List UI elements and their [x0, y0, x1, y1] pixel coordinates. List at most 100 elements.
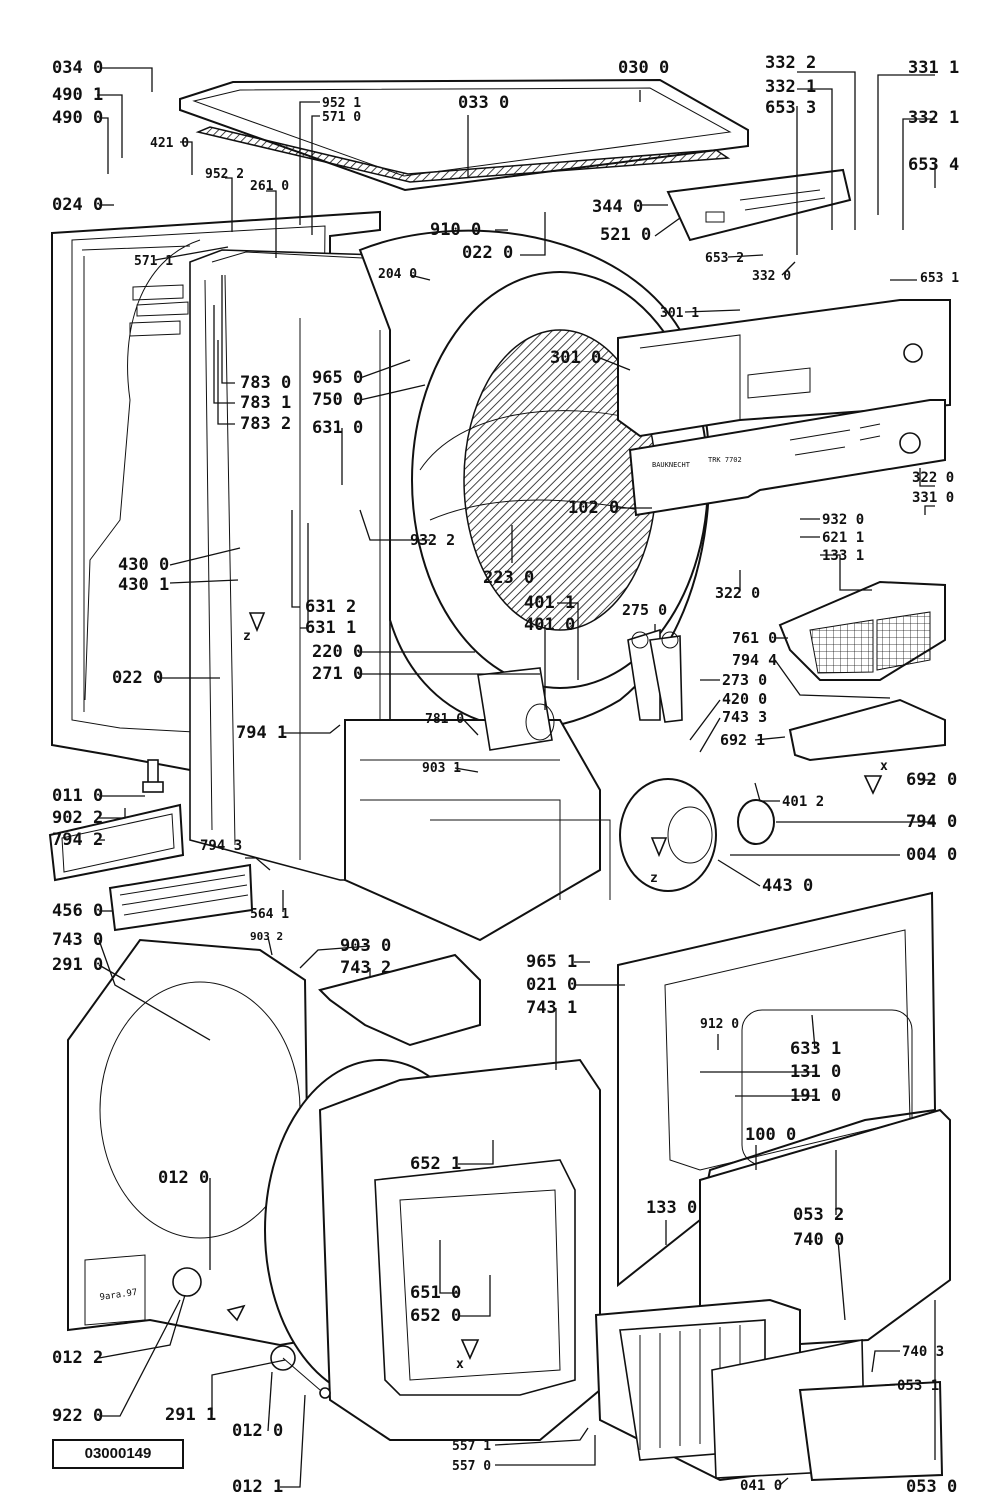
part-label: 053 0	[906, 1477, 957, 1497]
part-label: 022 0	[462, 243, 513, 263]
part-label: 301 1	[660, 306, 699, 321]
part-label: 653 4	[908, 155, 959, 175]
part-label: 651 0	[410, 1283, 461, 1303]
part-label: 420 0	[722, 690, 767, 708]
part-label: 750 0	[312, 390, 363, 410]
bolt-part	[142, 759, 164, 793]
part-label: 430 0	[118, 555, 169, 575]
part-label: 571 0	[322, 110, 361, 125]
part-label: 133 1	[822, 548, 864, 564]
part-label: 291 1	[165, 1405, 216, 1425]
part-label: 903 0	[340, 936, 391, 956]
ref-marker-label: x	[456, 1357, 464, 1372]
part-label: 053 1	[897, 1378, 939, 1394]
tension-arm-part	[627, 628, 683, 723]
part-label: 332 2	[765, 53, 816, 73]
part-label: 204 0	[378, 267, 417, 282]
part-label: 557 1	[452, 1439, 491, 1454]
part-label: 430 1	[118, 575, 169, 595]
part-label: 932 2	[410, 531, 455, 549]
part-label: 743 0	[52, 930, 103, 950]
part-label: 781 0	[425, 712, 464, 727]
heater-block-part	[108, 863, 254, 932]
leader-lines	[97, 67, 936, 1488]
part-label: 903 2	[250, 930, 283, 943]
part-label: 932 0	[822, 512, 864, 528]
part-label: 273 0	[722, 671, 767, 689]
part-label: 223 0	[483, 568, 534, 588]
part-label: 421 0	[150, 136, 189, 151]
brand-text: BAUKNECHT	[652, 461, 691, 469]
part-label: 322 0	[912, 470, 954, 486]
part-label: 653 3	[765, 98, 816, 118]
part-label: 012 0	[158, 1168, 209, 1188]
part-label: 902 2	[52, 808, 103, 828]
part-label: 401 2	[782, 794, 824, 810]
part-label: 794 2	[52, 830, 103, 850]
part-label: 030 0	[618, 58, 669, 78]
part-label: 322 0	[715, 584, 760, 602]
part-label: 743 2	[340, 958, 391, 978]
cover-part	[798, 1380, 944, 1482]
part-label: 743 1	[526, 998, 577, 1018]
part-label: 692 0	[906, 770, 957, 790]
part-label: 794 1	[236, 723, 287, 743]
part-label: 022 0	[112, 668, 163, 688]
duct-part	[318, 953, 481, 1047]
part-label: 024 0	[52, 195, 103, 215]
filter-housing-part	[778, 580, 946, 681]
ref-marker-label: z	[650, 871, 658, 886]
part-label: 332 1	[908, 108, 959, 128]
part-labels: 034 0 490 1 490 0 421 0 024 0 952 2 261 …	[52, 53, 959, 1497]
part-label: 331 1	[908, 58, 959, 78]
part-label: 922 0	[52, 1406, 103, 1426]
parts-drawing: BAUKNECHT TRK 7702 9ara.97	[48, 78, 951, 1482]
ref-arrow-z2	[650, 837, 668, 858]
part-label: 783 0	[240, 373, 291, 393]
part-label: 033 0	[458, 93, 509, 113]
seal-strip-part	[48, 803, 185, 882]
lid-mat-part	[195, 126, 731, 183]
part-label: 332 0	[752, 269, 791, 284]
part-label: 191 0	[790, 1086, 841, 1106]
part-label: 131 0	[790, 1062, 841, 1082]
part-label: 653 2	[705, 251, 744, 266]
part-label: 332 1	[765, 77, 816, 97]
part-label: 740 0	[793, 1230, 844, 1250]
filter-tray-part	[788, 698, 946, 762]
part-label: 004 0	[906, 845, 957, 865]
gasket-ring-part	[737, 799, 775, 845]
part-label: 401 1	[524, 593, 575, 613]
part-label: 401 0	[524, 615, 575, 635]
part-label: 653 1	[920, 271, 959, 286]
part-label: 261 0	[250, 179, 289, 194]
part-label: 301 0	[550, 348, 601, 368]
part-label: 012 1	[232, 1477, 283, 1497]
part-label: 631 1	[305, 618, 356, 638]
door-frame-part	[617, 891, 937, 1288]
ref-arrow-x1	[863, 775, 883, 795]
part-label: 275 0	[622, 601, 667, 619]
part-label: 621 1	[822, 530, 864, 546]
part-label: 783 2	[240, 414, 291, 434]
control-panel-part	[617, 299, 951, 517]
part-label: 344 0	[592, 197, 643, 217]
part-label: 740 3	[902, 1344, 944, 1360]
part-label: 456 0	[52, 901, 103, 921]
part-label: 743 3	[722, 708, 767, 726]
part-label: 011 0	[52, 786, 103, 806]
part-label: 794 4	[732, 651, 777, 669]
blower-assembly-part	[344, 667, 717, 942]
part-label: 965 1	[526, 952, 577, 972]
part-label: 102 0	[568, 498, 619, 518]
model-text: TRK 7702	[708, 456, 742, 464]
pcb-part	[666, 168, 852, 242]
part-label: 571 1	[134, 254, 173, 269]
part-label: 794 3	[200, 838, 242, 854]
part-label: 220 0	[312, 642, 363, 662]
part-label: 564 1	[250, 907, 289, 922]
document-code-box: 03000149	[52, 1439, 184, 1469]
part-label: 053 2	[793, 1205, 844, 1225]
part-label: 012 2	[52, 1348, 103, 1368]
part-label: 631 0	[312, 418, 363, 438]
